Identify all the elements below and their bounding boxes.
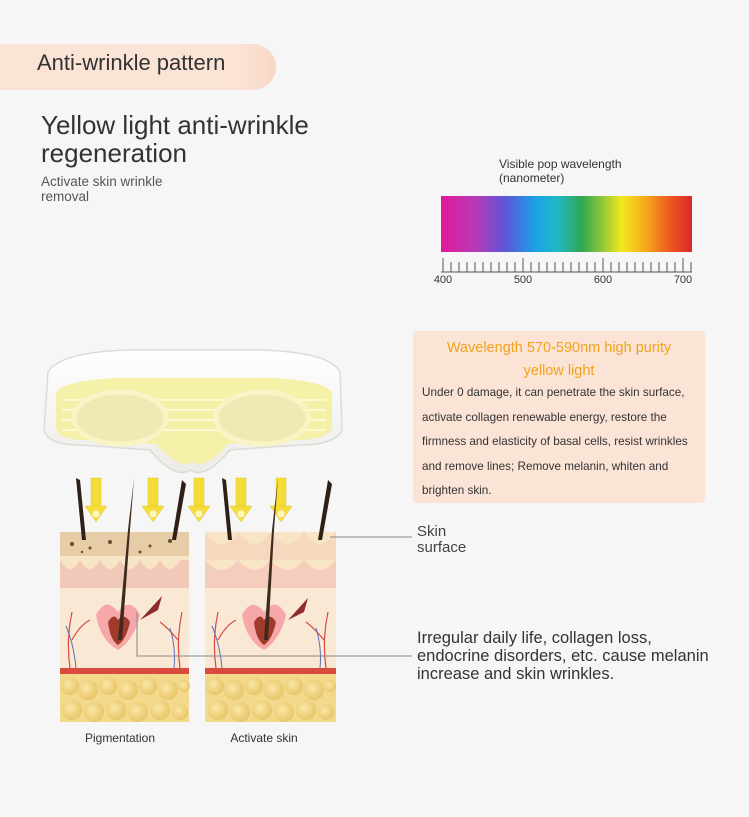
page-subtitle: Activate skin wrinkle removal bbox=[41, 174, 163, 204]
eye-mask-device-illustration bbox=[43, 349, 343, 474]
tick-label: 700 bbox=[673, 274, 693, 286]
section-tag: Anti-wrinkle pattern bbox=[0, 44, 276, 90]
spectrum-label: Visible pop wavelength (nanometer) bbox=[499, 157, 622, 185]
tick-label: 600 bbox=[593, 274, 613, 286]
cause-callout: Irregular daily life, collagen loss, end… bbox=[417, 629, 709, 683]
wavelength-scale bbox=[441, 258, 692, 273]
skin-surface-callout: Skin surface bbox=[417, 523, 467, 556]
color-spectrum-bar bbox=[441, 196, 692, 252]
caption-activate-skin: Activate skin bbox=[230, 731, 298, 745]
info-headline: Wavelength 570-590nm high purity yellow … bbox=[446, 340, 672, 379]
skin-cross-section-illustration bbox=[205, 478, 336, 722]
page-title: Yellow light anti-wrinkle regeneration bbox=[41, 110, 309, 168]
info-body: Under 0 damage, it can penetrate the ski… bbox=[422, 386, 688, 498]
light-arrow-icon bbox=[84, 477, 293, 523]
caption-pigmentation: Pigmentation bbox=[84, 731, 156, 745]
tick-label: 500 bbox=[513, 274, 533, 286]
skin-cross-section-illustration bbox=[60, 478, 190, 722]
section-tag-label: Anti-wrinkle pattern bbox=[37, 50, 226, 75]
tick-label: 400 bbox=[433, 274, 453, 286]
info-panel: Wavelength 570-590nm high purity yellow … bbox=[413, 331, 705, 503]
